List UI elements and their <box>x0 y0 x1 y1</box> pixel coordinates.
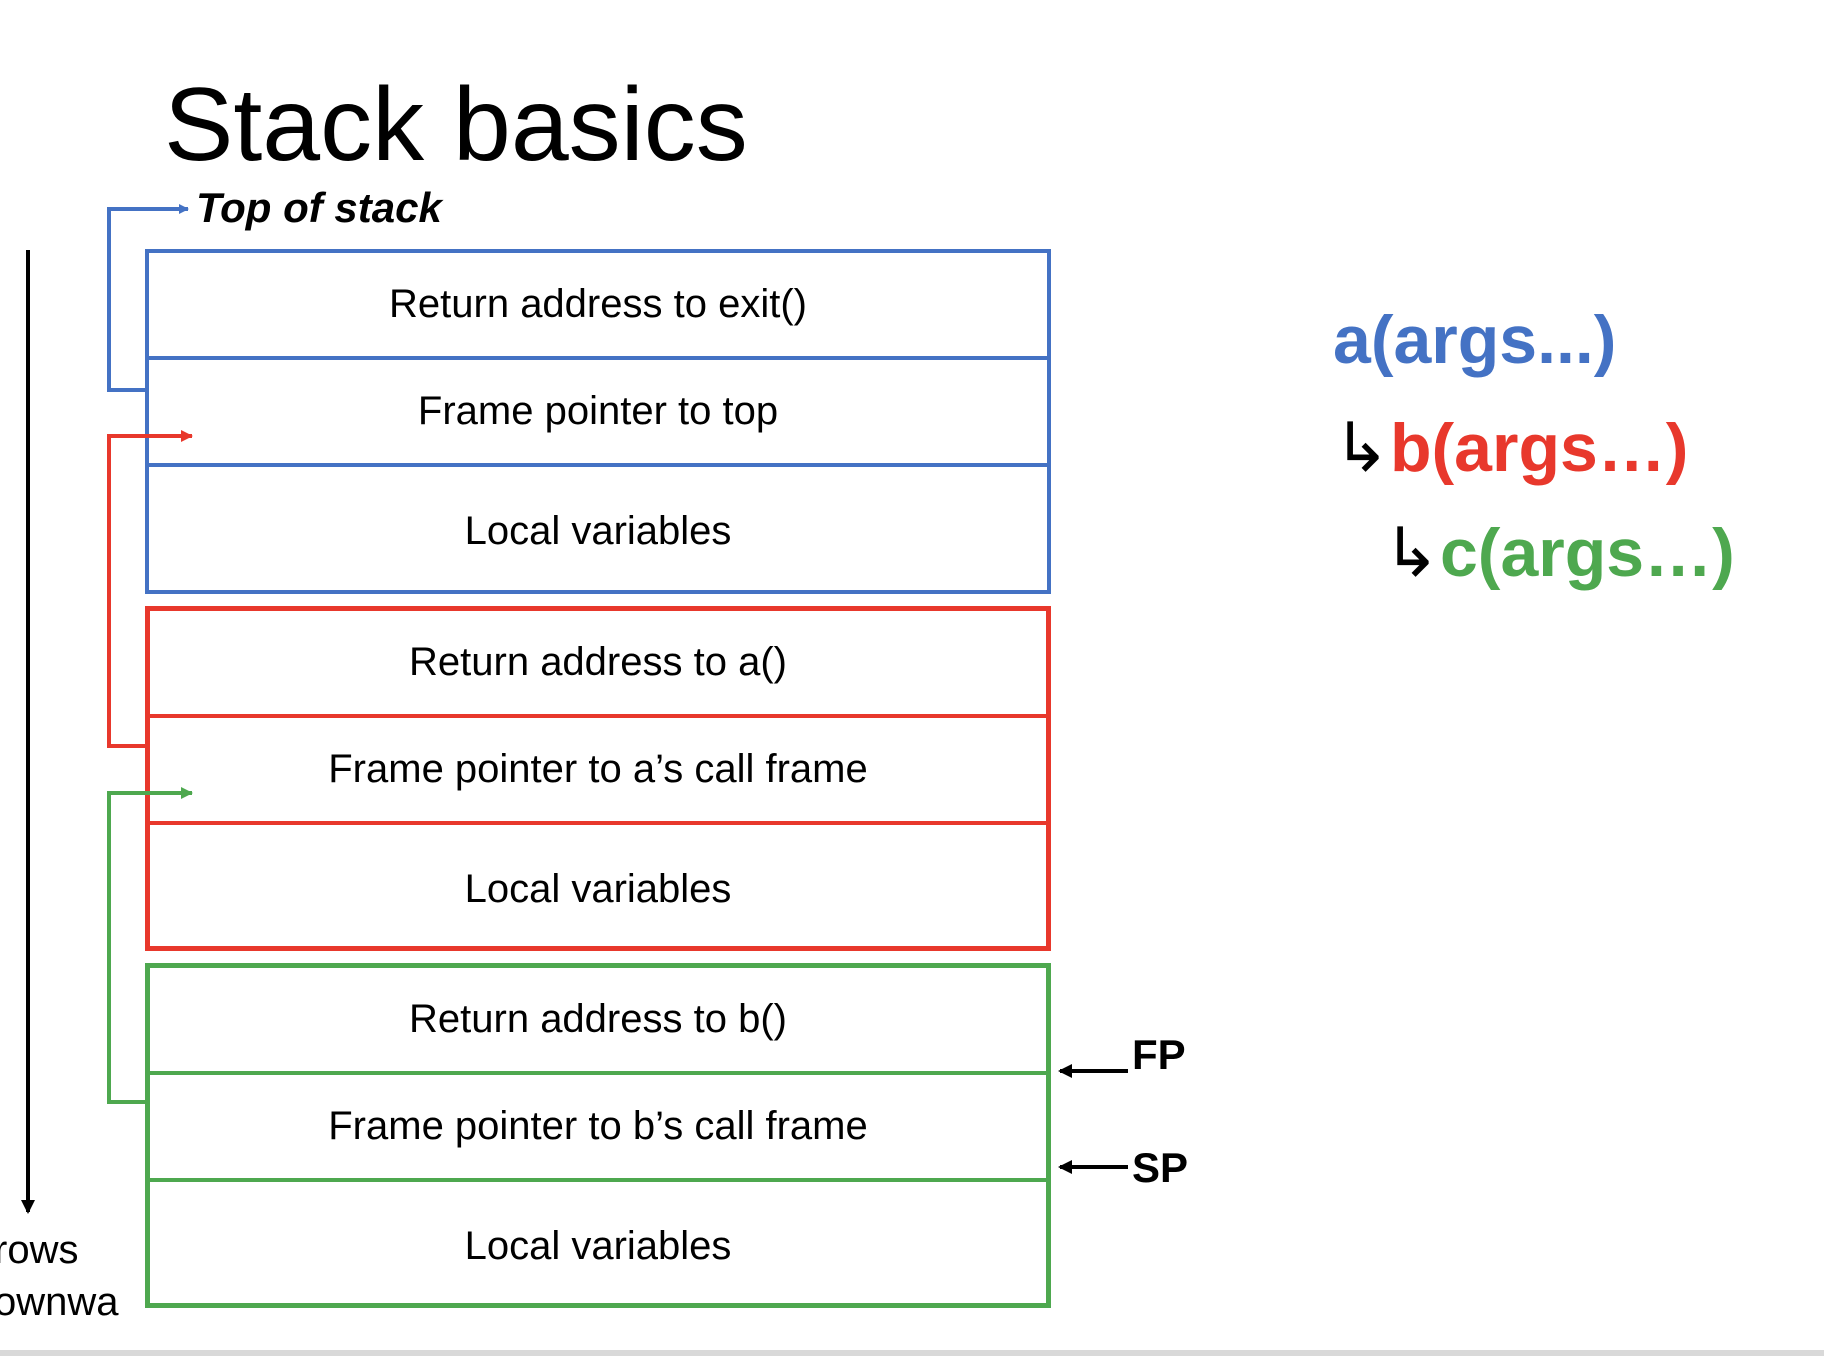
green-frame-link-arrow <box>107 787 193 1104</box>
stack-growth-label: rows ownwa <box>0 1224 119 1328</box>
return-address-cell: Return address to a() <box>150 611 1046 718</box>
call-b-text: b(args…) <box>1389 410 1689 486</box>
local-variables-cell: Local variables <box>464 866 732 911</box>
local-variables-cell: Local variables <box>464 1223 732 1268</box>
return-address-cell: Return address to exit() <box>149 253 1047 360</box>
stack-growth-label-line1: rows <box>0 1228 79 1272</box>
local-variables-cell: Local variables <box>464 508 732 553</box>
return-address-cell: Return address to b() <box>150 968 1046 1075</box>
stack-growth-label-line2: ownwa <box>0 1280 119 1324</box>
bottom-divider <box>0 1350 1824 1356</box>
fp-label: FP <box>1132 1031 1186 1078</box>
frame-pointer-cell: Frame pointer to b’s call frame <box>150 1075 1046 1182</box>
call-c-text: c(args…) <box>1439 515 1735 591</box>
frame-pointer-cell: Frame pointer to top <box>149 360 1047 467</box>
stack-frame-b: Return address to a() Frame pointer to a… <box>145 606 1051 951</box>
call-a-text: a(args...) <box>1333 302 1617 378</box>
call-a: a(args...) <box>1333 300 1616 380</box>
stack-frame-c: Return address to b() Frame pointer to b… <box>145 963 1051 1308</box>
call-arrow-icon: ↳ <box>1333 410 1390 486</box>
call-c: ↳c(args…) <box>1383 513 1735 593</box>
frame-pointer-cell: Frame pointer to a’s call frame <box>150 718 1046 825</box>
call-b: ↳b(args…) <box>1333 408 1688 488</box>
sp-label: SP <box>1132 1144 1189 1191</box>
stack-frame-a: Return address to exit() Frame pointer t… <box>145 249 1051 594</box>
blue-frame-link-arrow <box>107 204 189 392</box>
slide-title: Stack basics <box>164 67 748 183</box>
call-arrow-icon: ↳ <box>1383 515 1440 591</box>
red-frame-link-arrow <box>107 430 193 748</box>
top-of-stack-label: Top of stack <box>196 184 442 231</box>
